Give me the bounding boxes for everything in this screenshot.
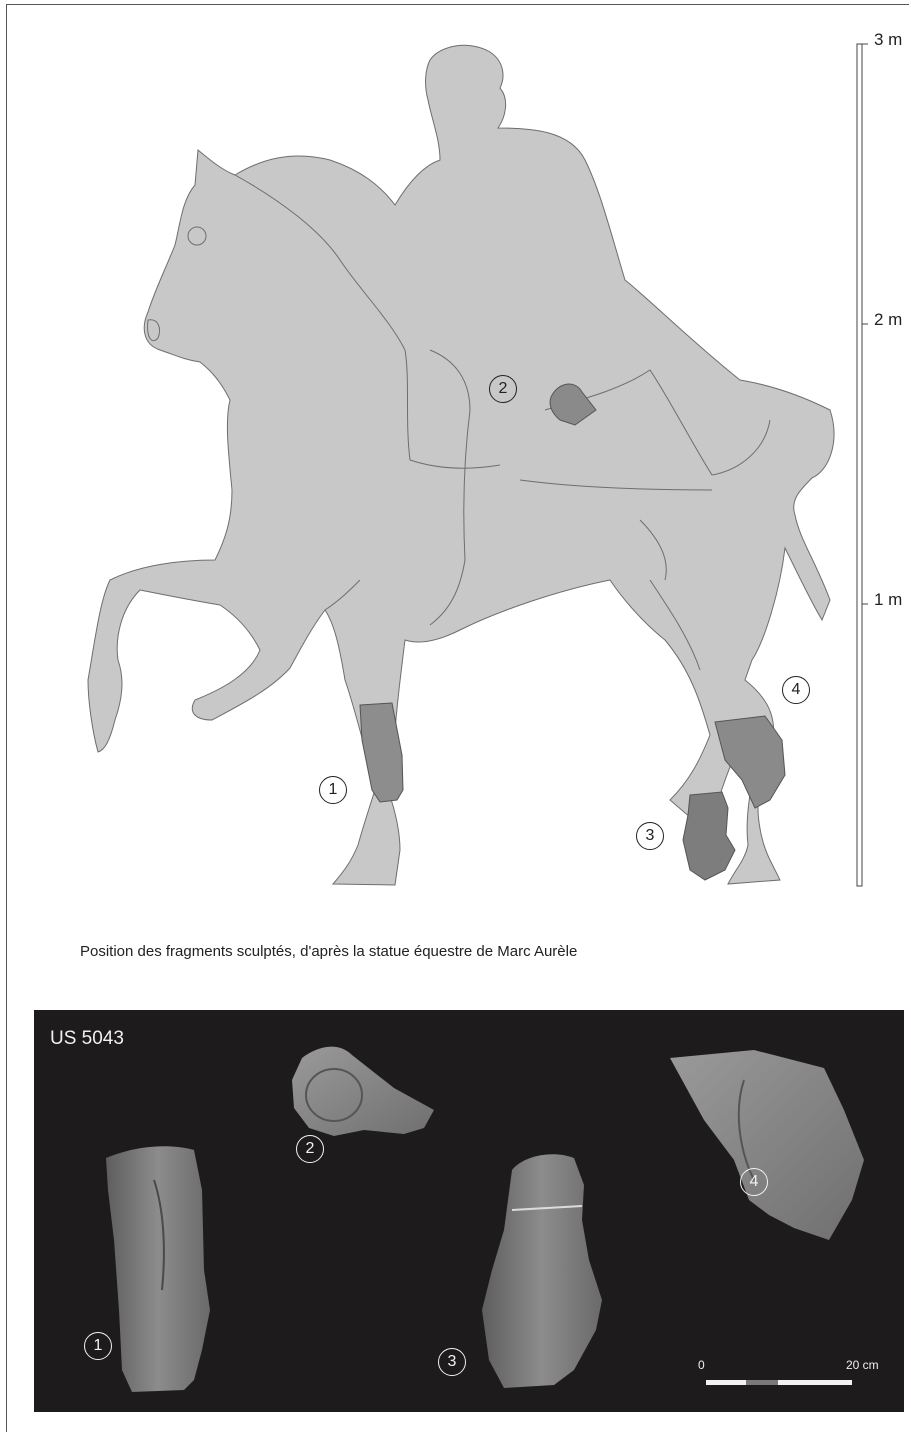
photo-marker-4: 4 xyxy=(740,1168,768,1196)
fragment-3-overlay xyxy=(683,792,735,880)
fragments-photo-panel: US 5043 0 xyxy=(34,1010,904,1412)
fragment-marker-4: 4 xyxy=(782,676,810,704)
fragment-2-photo xyxy=(292,1047,434,1136)
photo-marker-3: 3 xyxy=(438,1348,466,1376)
fragment-marker-1: 1 xyxy=(319,776,347,804)
scale-label-3m: 3 m xyxy=(874,30,902,50)
horse-rider-silhouette xyxy=(88,45,834,885)
photo-marker-2: 2 xyxy=(296,1135,324,1163)
fragment-3-photo xyxy=(482,1154,602,1388)
scale-label-1m: 1 m xyxy=(874,590,902,610)
scale-label-2m: 2 m xyxy=(874,310,902,330)
photo-scale-start: 0 xyxy=(698,1358,705,1372)
fragment-4-photo xyxy=(670,1050,864,1240)
fragments-photo xyxy=(34,1010,904,1412)
figure-caption: Position des fragments sculptés, d'après… xyxy=(80,943,840,960)
meter-scale-bar xyxy=(857,44,868,886)
photo-scale-end: 20 cm xyxy=(846,1358,879,1372)
photo-marker-1: 1 xyxy=(84,1332,112,1360)
photo-scale-bar xyxy=(706,1380,852,1385)
fragment-1-photo xyxy=(106,1146,210,1392)
fragment-marker-3: 3 xyxy=(636,822,664,850)
statue-silhouette-diagram xyxy=(0,0,911,940)
fragment-marker-2: 2 xyxy=(489,375,517,403)
